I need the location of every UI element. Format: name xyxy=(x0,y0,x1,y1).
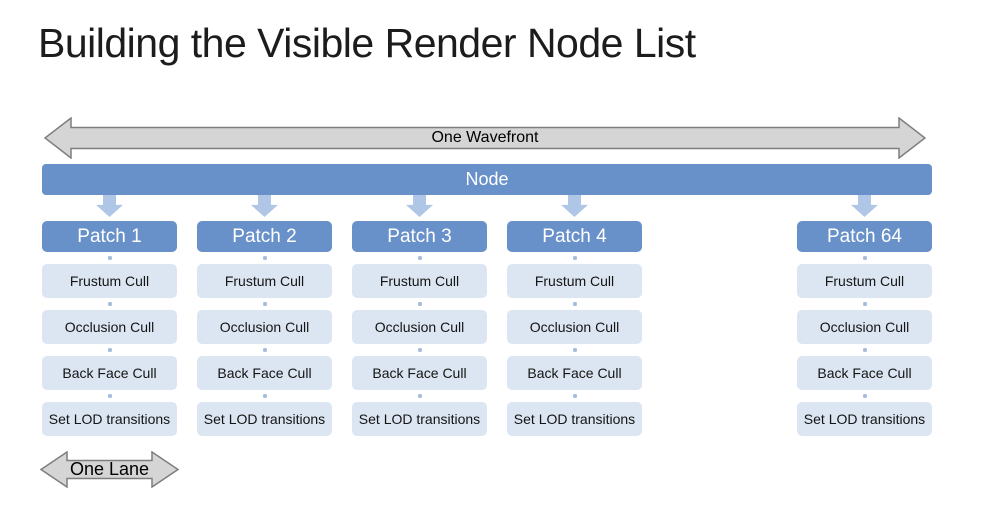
arrow-down-icon xyxy=(851,195,878,217)
patch-column-64: Patch 64 Frustum Cull Occlusion Cull Bac… xyxy=(797,221,932,436)
connector-dot-icon xyxy=(862,302,867,306)
connector-dot-icon xyxy=(417,256,422,260)
node-bar: Node xyxy=(42,164,932,195)
connector xyxy=(797,344,932,356)
patch-header: Patch 1 xyxy=(42,221,177,252)
step-occlusion-cull: Occlusion Cull xyxy=(797,310,932,344)
lane-label: One Lane xyxy=(69,459,150,479)
step-frustum-cull: Frustum Cull xyxy=(42,264,177,298)
connector xyxy=(797,390,932,402)
patch-column-2: Patch 2 Frustum Cull Occlusion Cull Back… xyxy=(197,221,332,436)
connector-dot-icon xyxy=(262,302,267,306)
patch-column-1: Patch 1 Frustum Cull Occlusion Cull Back… xyxy=(42,221,177,436)
step-frustum-cull: Frustum Cull xyxy=(797,264,932,298)
connector-dot-icon xyxy=(262,348,267,352)
double-arrow-icon xyxy=(44,117,926,159)
connector xyxy=(197,344,332,356)
connector xyxy=(797,252,932,264)
arrow-down-icon xyxy=(561,195,588,217)
step-occlusion-cull: Occlusion Cull xyxy=(197,310,332,344)
connector-dot-icon xyxy=(107,256,112,260)
step-back-face-cull: Back Face Cull xyxy=(42,356,177,390)
patch-header: Patch 64 xyxy=(797,221,932,252)
step-occlusion-cull: Occlusion Cull xyxy=(42,310,177,344)
connector-dot-icon xyxy=(417,302,422,306)
connector-dot-icon xyxy=(107,394,112,398)
connector xyxy=(197,390,332,402)
patch-column-4: Patch 4 Frustum Cull Occlusion Cull Back… xyxy=(507,221,642,436)
connector xyxy=(42,298,177,310)
connector-dot-icon xyxy=(262,394,267,398)
step-set-lod-transitions: Set LOD transitions xyxy=(352,402,487,436)
connector-dot-icon xyxy=(572,348,577,352)
connector xyxy=(197,298,332,310)
step-occlusion-cull: Occlusion Cull xyxy=(352,310,487,344)
step-set-lod-transitions: Set LOD transitions xyxy=(197,402,332,436)
step-back-face-cull: Back Face Cull xyxy=(197,356,332,390)
connector xyxy=(197,252,332,264)
step-occlusion-cull: Occlusion Cull xyxy=(507,310,642,344)
connector xyxy=(507,298,642,310)
step-set-lod-transitions: Set LOD transitions xyxy=(507,402,642,436)
page-title: Building the Visible Render Node List xyxy=(38,20,696,66)
arrow-down-icon xyxy=(251,195,278,217)
double-arrow-icon xyxy=(40,451,179,488)
connector xyxy=(42,344,177,356)
patch-header: Patch 2 xyxy=(197,221,332,252)
connector-dot-icon xyxy=(417,394,422,398)
connector xyxy=(352,252,487,264)
connector-dot-icon xyxy=(107,302,112,306)
wavefront-label: One Wavefront xyxy=(431,129,539,146)
patch-header: Patch 4 xyxy=(507,221,642,252)
connector-dot-icon xyxy=(862,348,867,352)
connector xyxy=(42,390,177,402)
step-frustum-cull: Frustum Cull xyxy=(507,264,642,298)
connector xyxy=(352,298,487,310)
step-frustum-cull: Frustum Cull xyxy=(197,264,332,298)
connector xyxy=(507,344,642,356)
patch-header: Patch 3 xyxy=(352,221,487,252)
lane-arrow: One Lane xyxy=(40,451,179,488)
connector xyxy=(797,298,932,310)
connector-dot-icon xyxy=(262,256,267,260)
step-back-face-cull: Back Face Cull xyxy=(507,356,642,390)
connector xyxy=(352,344,487,356)
connector-dot-icon xyxy=(862,394,867,398)
step-back-face-cull: Back Face Cull xyxy=(352,356,487,390)
patch-column-3: Patch 3 Frustum Cull Occlusion Cull Back… xyxy=(352,221,487,436)
connector xyxy=(507,252,642,264)
arrow-down-icon xyxy=(96,195,123,217)
connector-dot-icon xyxy=(572,302,577,306)
step-back-face-cull: Back Face Cull xyxy=(797,356,932,390)
connector-dot-icon xyxy=(107,348,112,352)
connector-dot-icon xyxy=(572,256,577,260)
wavefront-arrow: One Wavefront xyxy=(44,117,926,159)
connector-dot-icon xyxy=(862,256,867,260)
step-set-lod-transitions: Set LOD transitions xyxy=(42,402,177,436)
connector xyxy=(42,252,177,264)
connector xyxy=(352,390,487,402)
step-set-lod-transitions: Set LOD transitions xyxy=(797,402,932,436)
connector xyxy=(507,390,642,402)
arrow-down-icon xyxy=(406,195,433,217)
step-frustum-cull: Frustum Cull xyxy=(352,264,487,298)
node-label: Node xyxy=(465,169,509,189)
connector-dot-icon xyxy=(572,394,577,398)
connector-dot-icon xyxy=(417,348,422,352)
